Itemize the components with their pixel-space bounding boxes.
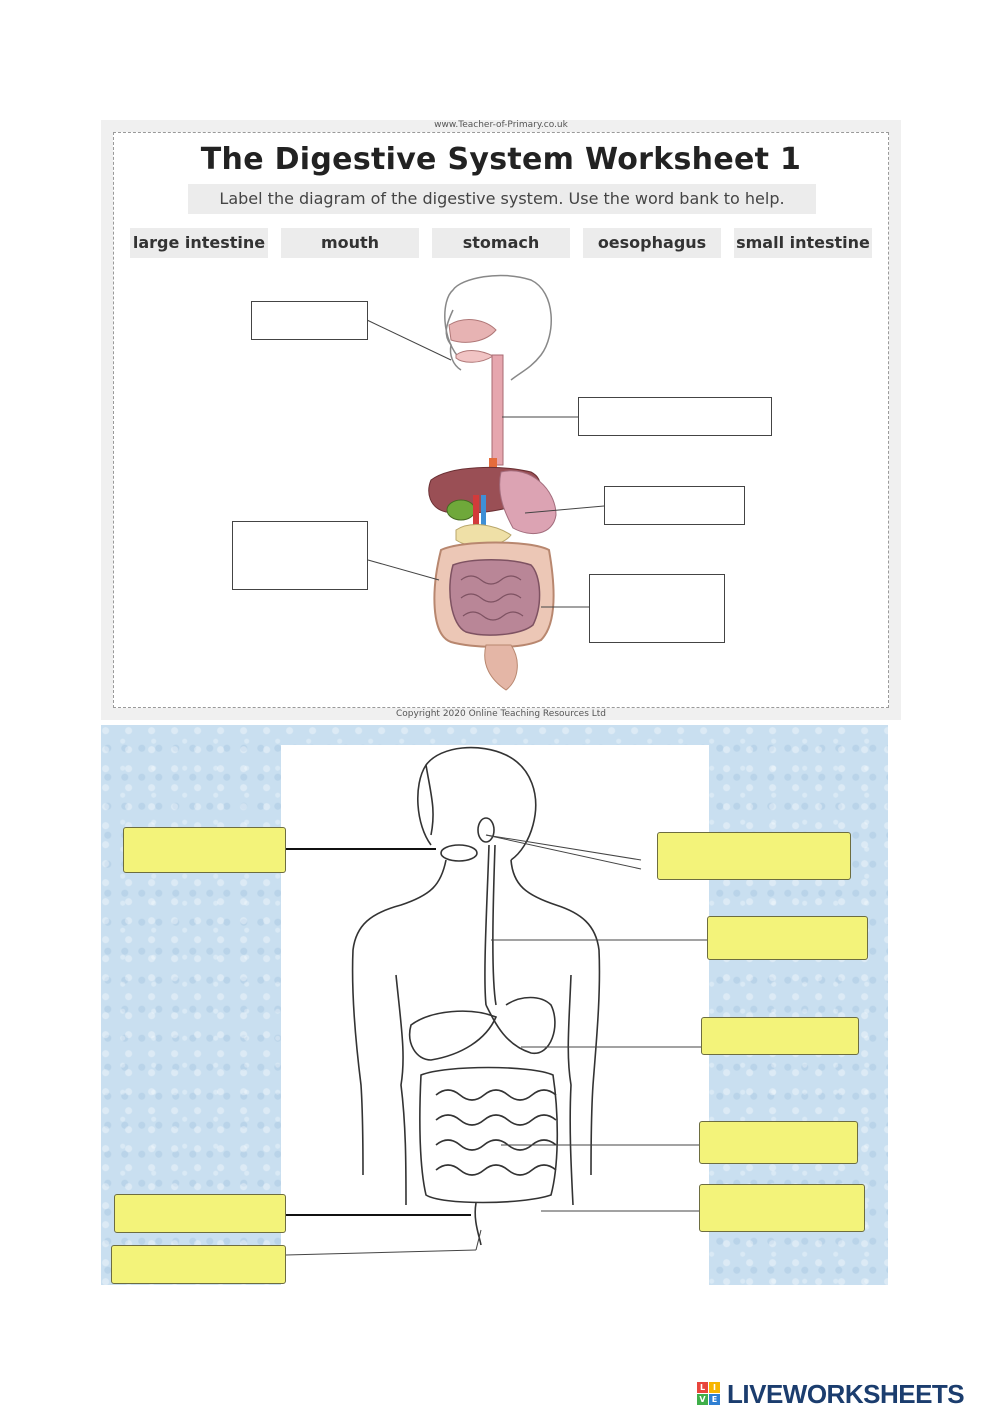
word-bank-item: large intestine [130, 228, 268, 258]
label-box-left-1[interactable] [123, 827, 286, 873]
answer-box-small-intestine[interactable] [589, 574, 725, 643]
word-bank-item: small intestine [734, 228, 872, 258]
word-bank-item: oesophagus [583, 228, 721, 258]
logo-letter-l: L [697, 1382, 708, 1393]
logo-letter-v: V [697, 1394, 708, 1405]
liveworksheets-logo: L I V E LIVEWORKSHEETS [697, 1377, 997, 1411]
source-url: www.Teacher-of-Primary.co.uk [434, 120, 568, 130]
label-box-right-4[interactable] [699, 1121, 858, 1164]
logo-letter-i: I [709, 1382, 720, 1393]
label-box-right-5[interactable] [699, 1184, 865, 1232]
word-bank-item: mouth [281, 228, 419, 258]
label-box-right-1[interactable] [657, 832, 851, 880]
body-outline-diagram [285, 746, 707, 1256]
answer-box-large-intestine[interactable] [232, 521, 368, 590]
logo-wordmark: LIVEWORKSHEETS [727, 1379, 965, 1409]
worksheet-title: The Digestive System Worksheet 1 [200, 142, 802, 177]
copyright-notice: Copyright 2020 Online Teaching Resources… [395, 709, 607, 719]
label-box-right-2[interactable] [707, 916, 868, 960]
word-bank-item: stomach [432, 228, 570, 258]
answer-box-oesophagus[interactable] [578, 397, 772, 436]
digestive-system-color-diagram [366, 274, 605, 691]
answer-box-stomach[interactable] [604, 486, 745, 525]
label-box-right-3[interactable] [701, 1017, 859, 1055]
answer-box-mouth[interactable] [251, 301, 368, 340]
label-box-left-3[interactable] [111, 1245, 286, 1284]
body-outline-panel [281, 745, 709, 1285]
label-box-left-2[interactable] [114, 1194, 286, 1233]
worksheet-2 [101, 725, 888, 1285]
worksheet-1: www.Teacher-of-Primary.co.uk The Digesti… [101, 120, 901, 720]
logo-letter-e: E [709, 1394, 720, 1405]
worksheet-instruction: Label the diagram of the digestive syste… [188, 184, 816, 214]
